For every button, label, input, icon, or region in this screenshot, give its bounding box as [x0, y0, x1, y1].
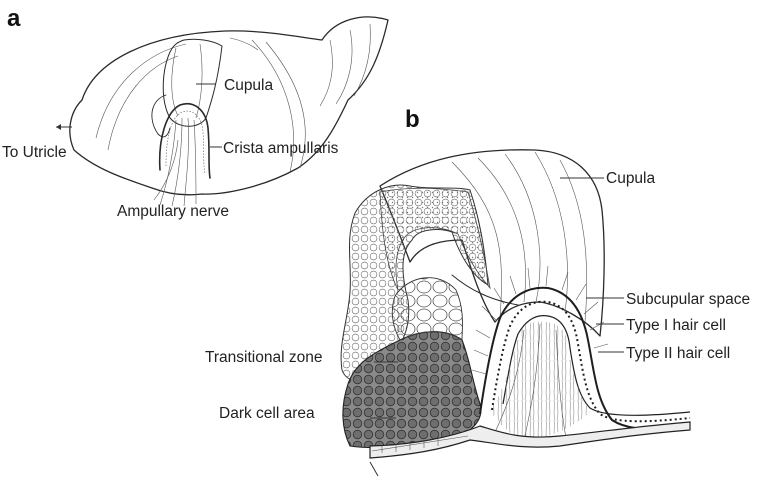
- label-subcupular-space: Subcupular space: [626, 291, 750, 308]
- panel-b-letter: b: [405, 106, 420, 133]
- ampulla-illustration-a: [56, 17, 388, 206]
- label-crista-ampullaris: Crista ampullaris: [223, 140, 339, 157]
- label-type-i-hair-cell: Type I hair cell: [626, 317, 726, 334]
- crista-illustration-b: [341, 150, 690, 476]
- label-ampullary-nerve: Ampullary nerve: [117, 203, 229, 220]
- panel-a: a: [2, 5, 388, 220]
- label-transitional-zone: Transitional zone: [205, 349, 322, 366]
- label-type-ii-hair-cell: Type II hair cell: [626, 345, 730, 362]
- label-cupula-b: Cupula: [606, 170, 655, 187]
- label-dark-cell-area: Dark cell area: [219, 405, 315, 422]
- panel-a-letter: a: [7, 5, 21, 32]
- label-to-utricle: To Utricle: [2, 144, 67, 161]
- panel-b: b: [205, 106, 750, 476]
- label-cupula-a: Cupula: [224, 77, 273, 94]
